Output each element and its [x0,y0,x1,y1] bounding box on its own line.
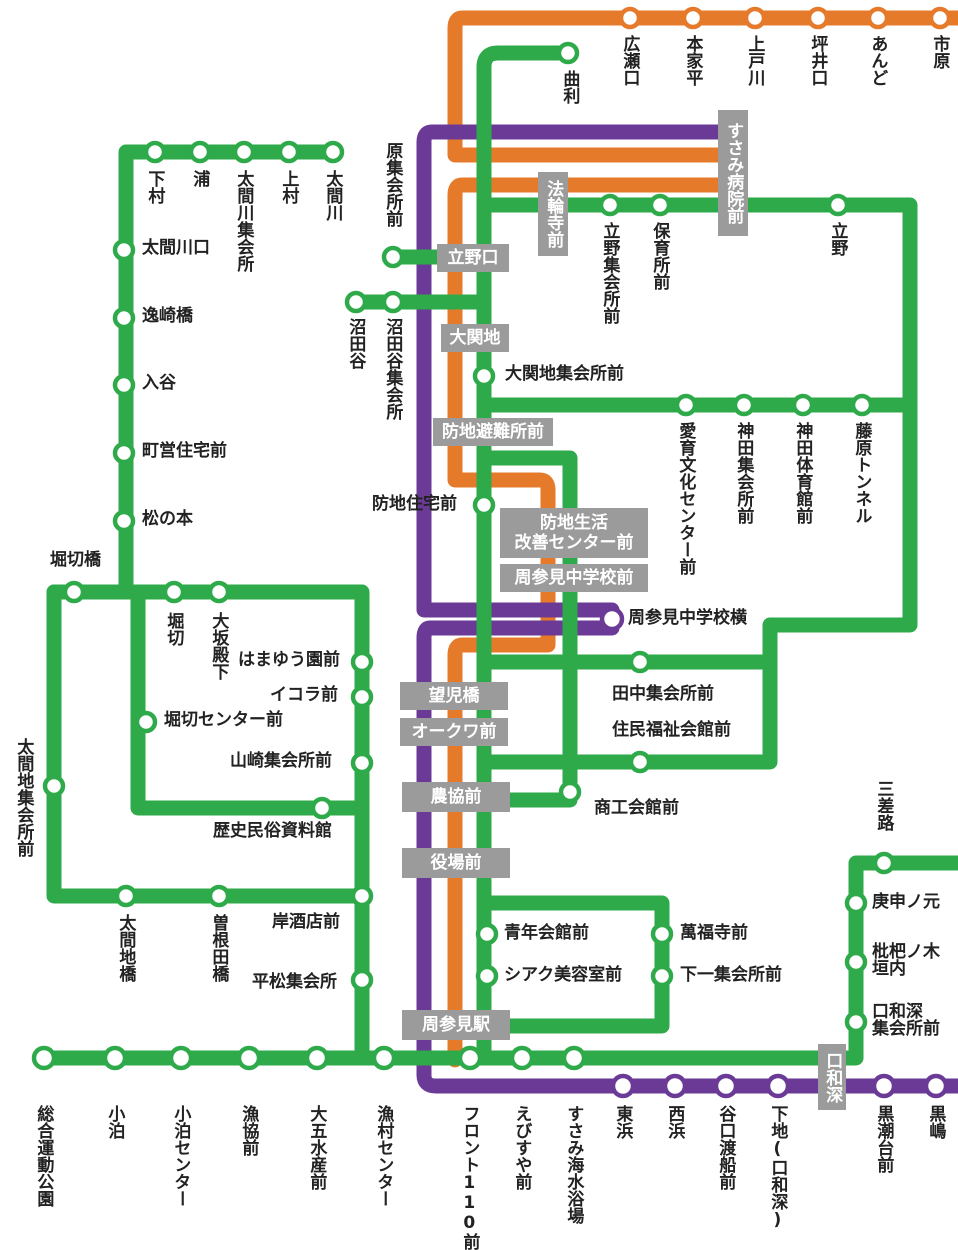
stop-label[interactable]: 曽根田橋 [208,914,229,982]
stop-label[interactable]: 松の本 [142,509,193,529]
stop-label[interactable]: 下一集会所前 [680,965,782,985]
stop-label[interactable]: 歴史民俗資料館 [213,821,332,841]
stop-label[interactable]: 坪井口 [807,35,828,86]
sumami-station-box[interactable]: 周参見駅 [402,1010,510,1040]
stop-label[interactable]: 浦 [189,170,210,187]
stop-label[interactable]: 藤原トンネル [851,422,872,524]
stop-label[interactable]: すさみ海水浴場 [563,1105,584,1224]
stop-label[interactable]: 庚申ノ元 [872,892,940,912]
stop-label[interactable]: 神田集会所前 [733,422,754,524]
stop-label[interactable]: 西浜 [664,1105,685,1139]
stop-label[interactable]: 谷口渡船前 [715,1105,736,1190]
stop-label[interactable]: 沼田谷集会所 [382,318,403,420]
stop-label[interactable]: えびすや前 [511,1105,532,1190]
stop-box[interactable]: 立野口 [437,244,509,272]
stop-label[interactable]: フロント110前 [459,1105,480,1250]
stop-label[interactable]: 口和深 集会所前 [872,1002,940,1040]
stop-label[interactable]: 総合運動公園 [33,1105,54,1207]
stop-label[interactable]: イコラ前 [270,685,338,705]
stop-label[interactable]: シアク美容室前 [504,965,623,985]
stop-label[interactable]: 商工会館前 [594,798,679,818]
stop-label[interactable]: 太間地集会所前 [13,738,34,857]
stop-label[interactable]: 愛育文化センター前 [675,422,696,575]
stop-label[interactable]: 平松集会所 [252,972,337,992]
stop-label[interactable]: 下地(口和深) [767,1105,788,1230]
stop-label[interactable]: 太間川口 [142,238,210,258]
stop-label[interactable]: 三差路 [873,780,894,831]
stop-label[interactable]: 逸崎橋 [142,306,193,326]
stop-label[interactable]: 立野 [827,222,848,256]
stop-label[interactable]: 岸酒店前 [272,912,340,932]
stop-label[interactable]: 本家平 [682,35,703,86]
stop-label[interactable]: 上村 [278,170,299,204]
stop-label[interactable]: 漁協前 [238,1105,259,1156]
stop-label[interactable]: 枇杷ノ木 垣内 [872,942,940,980]
stop-label[interactable]: 堀切橋 [50,550,101,570]
stop-label[interactable]: 田中集会所前 [612,684,714,704]
orange-route-line [447,10,958,1068]
stop-label[interactable]: 大五水産前 [306,1105,327,1190]
stop-label[interactable]: 曲利 [559,70,580,104]
stop-label[interactable]: 下村 [144,170,165,204]
stop-label[interactable]: 小泊 [104,1105,125,1139]
stop-label[interactable]: 周参見中学校横 [628,608,747,628]
stop-label[interactable]: 住民福祉会館前 [612,720,731,740]
stop-label[interactable]: 町営住宅前 [142,441,227,461]
stop-box[interactable]: 農協前 [402,782,510,812]
stop-label[interactable]: あんど [867,35,888,86]
stop-label[interactable]: 東浜 [612,1105,633,1139]
stop-label[interactable]: 太間川 [322,170,343,221]
stop-box[interactable]: 大関地 [441,324,509,352]
stop-label[interactable]: 堀切センター前 [164,710,283,730]
station-markers [31,6,952,1099]
stop-label[interactable]: 原集会所前 [382,142,403,227]
stop-box[interactable]: すさみ病院前 [718,110,748,236]
stop-box[interactable]: 周参見中学校前 [500,564,648,592]
stop-label[interactable]: 保育所前 [649,222,670,290]
stop-label[interactable]: 市原 [929,35,950,69]
stop-box[interactable]: 防地避難所前 [433,418,553,446]
stop-label[interactable]: 萬福寺前 [680,923,748,943]
stop-label[interactable]: はまゆう園前 [238,650,340,670]
stop-label[interactable]: 太間地橋 [115,914,136,982]
stop-label[interactable]: 青年会館前 [504,923,589,943]
stop-box[interactable]: オークワ前 [400,718,508,746]
stop-label[interactable]: 広瀬口 [619,35,640,86]
stop-label[interactable]: 沼田谷 [345,318,366,369]
stop-label[interactable]: 黒潮台前 [873,1105,894,1173]
stop-label[interactable]: 上戸川 [744,35,765,86]
stop-label[interactable]: 漁村センター [373,1105,394,1207]
stop-label[interactable]: 立野集会所前 [599,222,620,324]
stop-label[interactable]: 黒嶋 [925,1105,946,1139]
stop-label[interactable]: 神田体育館前 [792,422,813,524]
stop-box[interactable]: 役場前 [402,848,510,878]
stop-box[interactable]: 口和深 [818,1044,846,1110]
stop-label[interactable]: 大関地集会所前 [505,364,624,384]
stop-label[interactable]: 太間川集会所 [233,170,254,272]
stop-box[interactable]: 防地生活 改善センター前 [500,508,648,558]
stop-label[interactable]: 山崎集会所前 [230,751,332,771]
stop-label[interactable]: 堀切 [163,612,184,646]
stop-label[interactable]: 小泊センター [170,1105,191,1207]
stop-box[interactable]: 望児橋 [400,682,508,710]
stop-label[interactable]: 防地住宅前 [372,494,457,514]
stop-label[interactable]: 大坂殿下 [208,612,229,680]
stop-label[interactable]: 入谷 [142,373,176,393]
stop-box[interactable]: 法輪寺前 [538,172,568,256]
